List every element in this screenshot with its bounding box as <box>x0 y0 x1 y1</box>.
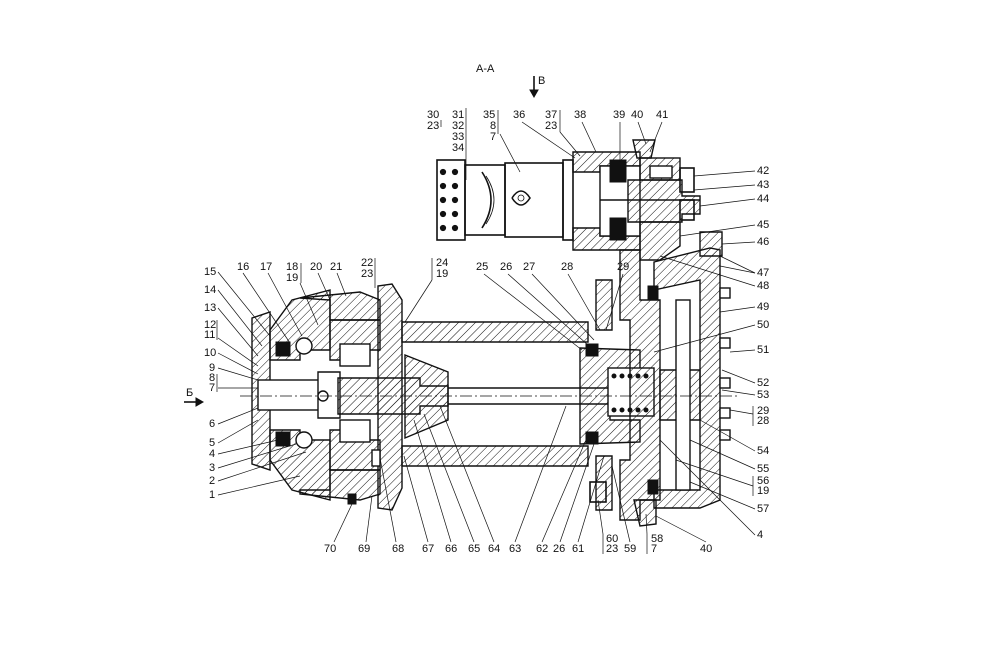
label-30: 30 <box>427 109 439 121</box>
label-41: 41 <box>656 109 668 121</box>
label-64: 64 <box>488 543 500 555</box>
label-39: 39 <box>613 109 625 121</box>
part-labels: 30 23 31 32 33 34 35 8 7 36 37 23 38 39 … <box>204 108 769 555</box>
label-46: 46 <box>757 236 769 248</box>
view-b-marker: В <box>529 75 545 99</box>
label-12: 12 <box>204 319 216 331</box>
label-5: 5 <box>209 437 215 449</box>
reducer-housing <box>572 139 701 261</box>
label-40a: 40 <box>631 109 643 121</box>
label-35: 35 <box>483 109 495 121</box>
label-53: 53 <box>757 389 769 401</box>
label-23d: 23 <box>606 543 618 555</box>
label-7c: 7 <box>651 543 657 555</box>
label-28a: 28 <box>561 261 573 273</box>
label-67: 67 <box>422 543 434 555</box>
label-40b: 40 <box>700 543 712 555</box>
label-32: 32 <box>452 120 464 132</box>
label-4a: 4 <box>209 448 215 460</box>
label-8b: 8 <box>209 372 215 384</box>
label-13: 13 <box>204 302 216 314</box>
label-51: 51 <box>757 344 769 356</box>
label-7b: 7 <box>209 382 215 394</box>
label-48: 48 <box>757 280 769 292</box>
label-69: 69 <box>358 543 370 555</box>
label-50: 50 <box>757 319 769 331</box>
label-26a: 26 <box>500 261 512 273</box>
label-6: 6 <box>209 418 215 430</box>
label-27: 27 <box>523 261 535 273</box>
view-side-marker: Б <box>184 387 205 407</box>
label-60: 60 <box>606 533 618 545</box>
bolt-holes <box>439 168 459 232</box>
label-65: 65 <box>468 543 480 555</box>
label-59: 59 <box>624 543 636 555</box>
label-23c: 23 <box>361 268 373 280</box>
label-55: 55 <box>757 463 769 475</box>
label-1: 1 <box>209 489 215 501</box>
label-28b: 28 <box>757 415 769 427</box>
label-37: 37 <box>545 109 557 121</box>
label-4b: 4 <box>757 529 763 541</box>
label-34: 34 <box>452 142 464 154</box>
label-47: 47 <box>757 267 769 279</box>
label-43: 43 <box>757 179 769 191</box>
label-54: 54 <box>757 445 769 457</box>
label-49: 49 <box>757 301 769 313</box>
label-2: 2 <box>209 475 215 487</box>
label-44: 44 <box>757 193 769 205</box>
label-26b: 26 <box>553 543 565 555</box>
label-25: 25 <box>476 261 488 273</box>
label-23a: 23 <box>427 120 439 132</box>
label-56: 56 <box>757 475 769 487</box>
label-10: 10 <box>204 347 216 359</box>
gear-housing <box>299 283 403 511</box>
label-62: 62 <box>536 543 548 555</box>
section-label: А-А <box>476 63 495 75</box>
label-38: 38 <box>574 109 586 121</box>
label-24: 24 <box>436 257 448 269</box>
label-17: 17 <box>260 261 272 273</box>
label-63: 63 <box>509 543 521 555</box>
label-42: 42 <box>757 165 769 177</box>
label-11: 11 <box>204 329 215 341</box>
motor-block <box>436 159 574 241</box>
label-29b: 29 <box>757 405 769 417</box>
label-20: 20 <box>310 261 322 273</box>
label-16: 16 <box>237 261 249 273</box>
label-29a: 29 <box>617 261 629 273</box>
label-14: 14 <box>204 284 216 296</box>
label-8a: 8 <box>490 120 496 132</box>
label-70: 70 <box>324 543 336 555</box>
label-19b: 19 <box>436 268 448 280</box>
label-15: 15 <box>204 266 216 278</box>
label-57: 57 <box>757 503 769 515</box>
label-33: 33 <box>452 131 464 143</box>
label-19c: 19 <box>757 485 769 497</box>
label-3: 3 <box>209 462 215 474</box>
label-7a: 7 <box>490 131 496 143</box>
label-68: 68 <box>392 543 404 555</box>
left-cover <box>251 289 331 501</box>
label-22: 22 <box>361 257 373 269</box>
label-52: 52 <box>757 377 769 389</box>
brake-assembly <box>607 231 731 527</box>
view-b-label: В <box>538 75 545 87</box>
label-58: 58 <box>651 533 663 545</box>
label-36: 36 <box>513 109 525 121</box>
label-19a: 19 <box>286 272 298 284</box>
label-45: 45 <box>757 219 769 231</box>
label-66: 66 <box>445 543 457 555</box>
label-61: 61 <box>572 543 584 555</box>
label-23b: 23 <box>545 120 557 132</box>
label-18: 18 <box>286 261 298 273</box>
label-9: 9 <box>209 362 215 374</box>
winch-drum <box>401 279 641 511</box>
label-31: 31 <box>452 109 464 121</box>
view-side-label: Б <box>186 387 193 399</box>
label-21: 21 <box>330 261 342 273</box>
